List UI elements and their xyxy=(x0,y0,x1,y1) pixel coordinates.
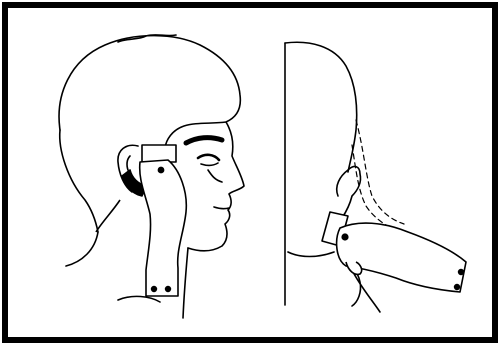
clipper-left-dot-bottom-r xyxy=(166,287,171,292)
clipper-right-dot-back-top xyxy=(459,270,464,275)
clipper-left-head xyxy=(142,145,176,162)
outer-border xyxy=(5,5,495,340)
clipper-right-dot-front xyxy=(342,234,348,240)
clipper-right-dot-back-bottom xyxy=(455,285,460,290)
clipper-left-dot-bottom-l xyxy=(152,287,157,292)
clipper-left-dot-top xyxy=(158,167,163,172)
